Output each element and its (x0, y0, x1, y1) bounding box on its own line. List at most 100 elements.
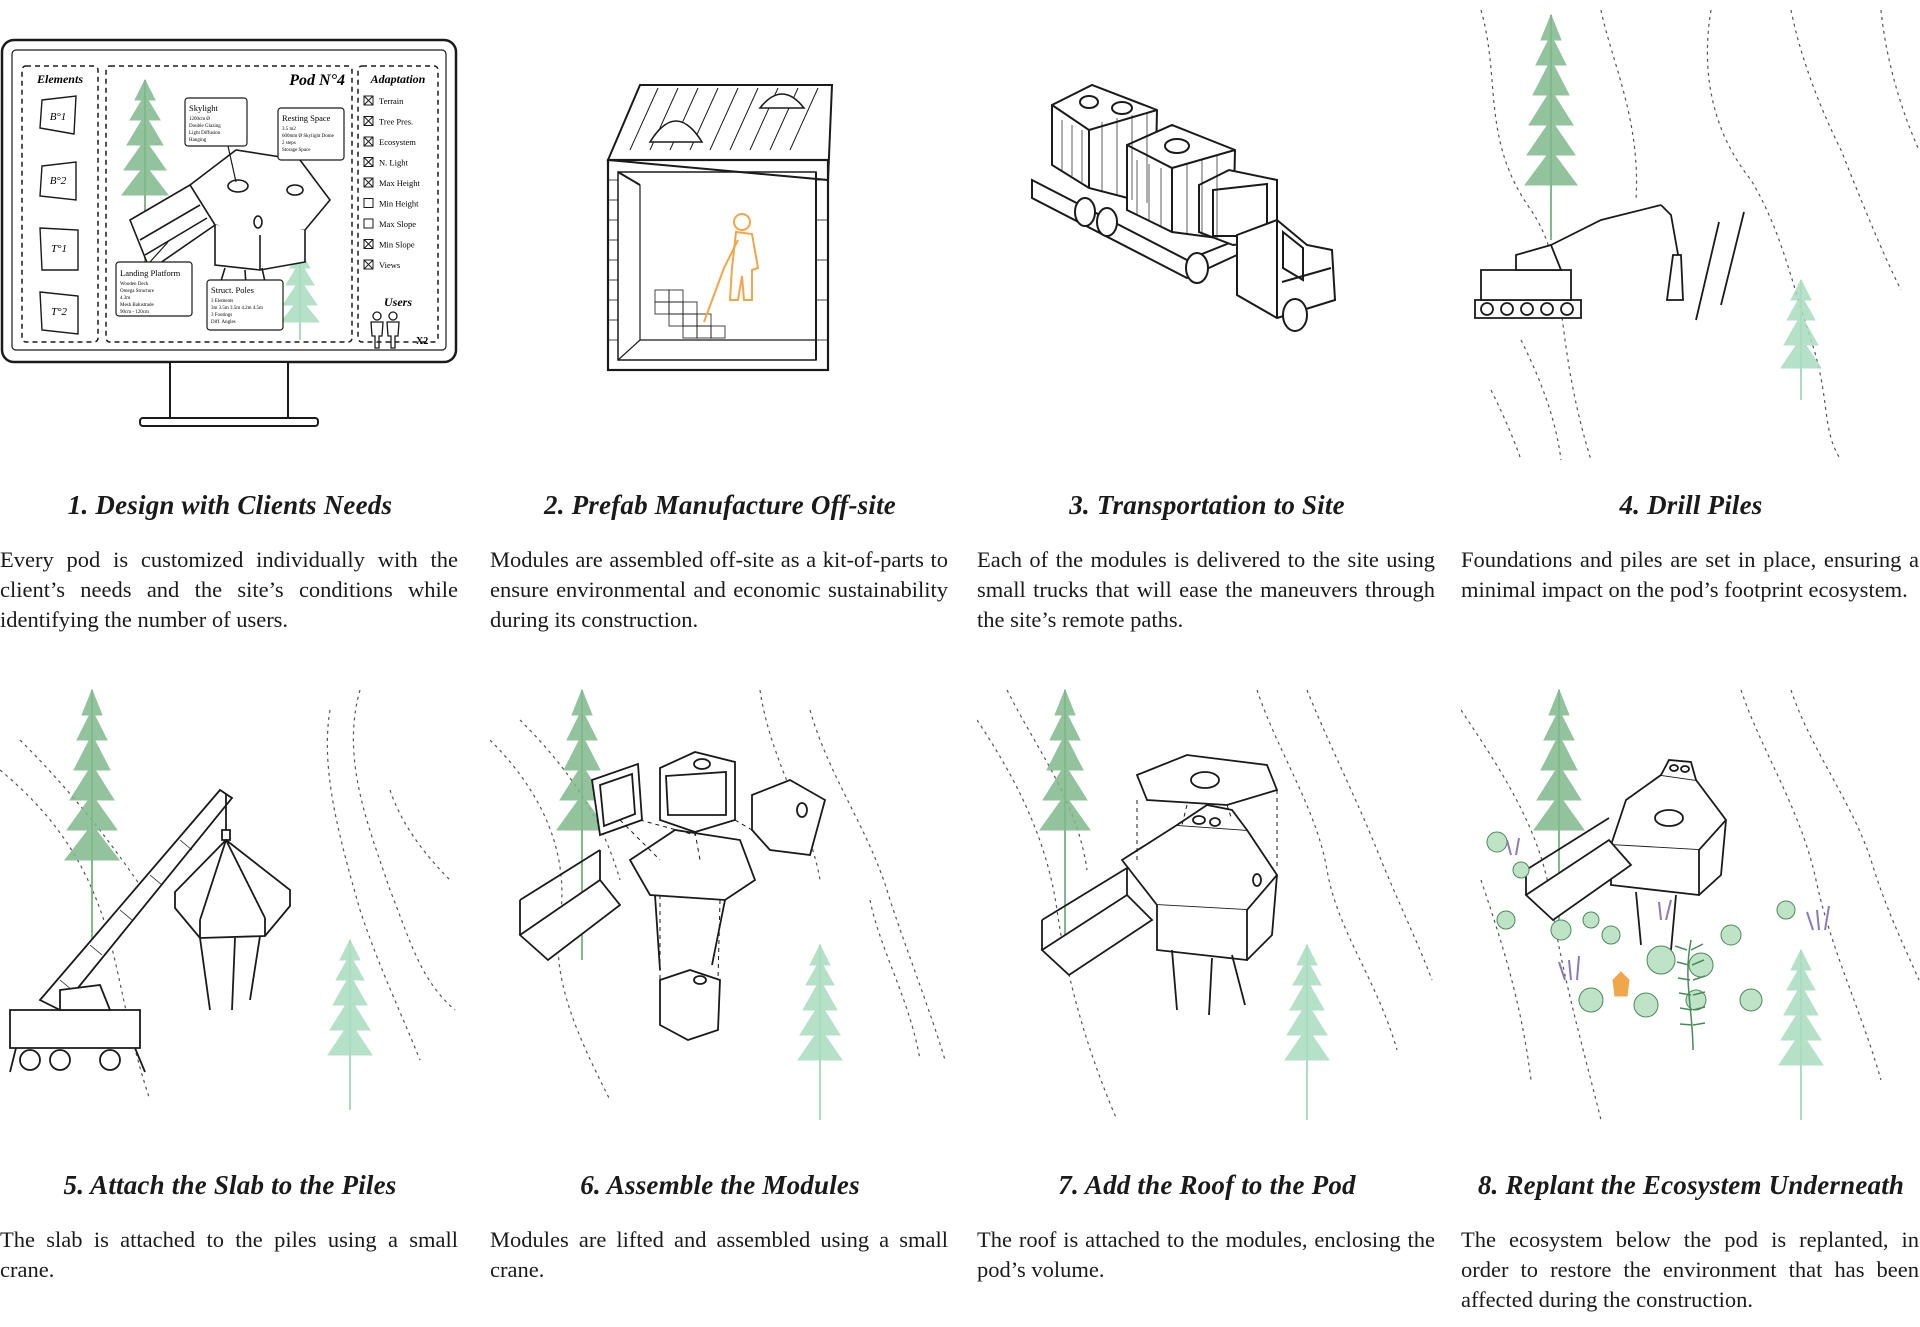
step-body-6: Modules are lifted and assembled using a… (490, 1227, 948, 1282)
worker-icon (1612, 971, 1630, 997)
crane-slab-illustration (0, 688, 456, 1110)
svg-text:Skylight: Skylight (189, 103, 218, 113)
tree-light-icon (1778, 948, 1824, 1120)
step-title-7: 7. Add the Roof to the Pod (1058, 1170, 1356, 1200)
svg-text:Omega Structure: Omega Structure (120, 289, 155, 294)
worker-icon (703, 213, 760, 323)
assemble-illustration (490, 688, 946, 1120)
adaptation-checkbox-views[interactable]: Views (363, 259, 400, 270)
step-body-3: Each of the modules is delivered to the … (977, 547, 1435, 632)
step-body-4: Foundations and piles are set in place, … (1461, 547, 1919, 602)
crane-icon (9, 788, 234, 1073)
step-title-6: 6. Assemble the Modules (580, 1170, 860, 1200)
adaptation-title: Adaptation (370, 72, 426, 86)
svg-text:3 Elements: 3 Elements (211, 299, 233, 304)
step-panel-6: 6. Assemble the Modules (490, 680, 950, 1210)
svg-text:Min Slope: Min Slope (379, 240, 415, 250)
svg-text:90cm - 120cm: 90cm - 120cm (120, 310, 149, 315)
fern-icon (1674, 939, 1706, 1051)
adaptation-checkbox-terrain[interactable]: Terrain (363, 95, 404, 106)
adaptation-checkbox-min-slope[interactable]: Min Slope (363, 239, 415, 250)
adaptation-checkbox-ecosystem[interactable]: Ecosystem (363, 136, 416, 147)
callout-landing-platform: Landing Platform Wooden Deck Omega Struc… (115, 241, 193, 317)
callout-resting-space: Resting Space 3.5 m2 600mm Ø Skylight Do… (277, 107, 345, 161)
step-title-1: 1. Design with Clients Needs (67, 490, 393, 520)
adaptation-checkbox-tree-pres-[interactable]: Tree Pres. (363, 116, 413, 127)
adaptation-checkbox-n-light[interactable]: N. Light (363, 157, 408, 168)
step-panel-8: 8. Replant the Ecosystem Underneath (1461, 680, 1920, 1210)
step-panel-1: Elements B°1 B°2 T°1 T°2 Pod N°4 (0, 0, 460, 530)
svg-text:B°2: B°2 (50, 175, 67, 187)
users-count: X2 (416, 336, 428, 347)
prefab-illustration (606, 84, 834, 372)
svg-text:Min Height: Min Height (379, 199, 419, 209)
svg-text:T°2: T°2 (51, 306, 68, 318)
svg-text:Mesh Balustrade: Mesh Balustrade (120, 303, 155, 308)
pod-drawing (129, 149, 332, 316)
adaptation-checkbox-min-height[interactable]: Min Height (363, 198, 419, 209)
svg-text:N. Light: N. Light (379, 158, 408, 168)
element-b1[interactable]: B°1 (39, 95, 77, 135)
svg-text:Wooden Deck: Wooden Deck (120, 282, 149, 287)
svg-text:T°1: T°1 (51, 243, 67, 255)
elements-title: Elements (36, 72, 83, 86)
user-icon (370, 311, 400, 349)
step-body-8: The ecosystem below the pod is replanted… (1461, 1227, 1919, 1312)
adaptation-checkbox-max-height[interactable]: Max Height (363, 177, 420, 188)
step-body-2: Modules are assembled off-site as a kit-… (490, 547, 948, 632)
step-title-4: 4. Drill Piles (1619, 490, 1763, 520)
tree-icon (63, 688, 121, 970)
step-title-5: 5. Attach the Slab to the Piles (63, 1170, 397, 1200)
svg-text:1200cm Ø: 1200cm Ø (189, 117, 210, 122)
monitor-illustration: Elements B°1 B°2 T°1 T°2 Pod N°4 (0, 38, 458, 427)
tree-light-icon (1284, 943, 1330, 1120)
svg-text:Storage Space: Storage Space (282, 148, 311, 153)
replant-illustration (1461, 688, 1920, 1121)
truck-illustration (1031, 83, 1337, 332)
svg-text:Max Slope: Max Slope (379, 219, 416, 229)
element-t2[interactable]: T°2 (39, 291, 79, 335)
svg-text:Struct. Poles: Struct. Poles (211, 285, 254, 295)
svg-text:3m 3.5m 3.5m 4.2m 4.5m: 3m 3.5m 3.5m 4.2m 4.5m (211, 306, 263, 311)
tree-icon (1524, 13, 1578, 240)
step-panel-3: 3. Transportation to Site (977, 0, 1437, 530)
svg-text:Double Glazing: Double Glazing (189, 124, 221, 129)
step-title-3: 3. Transportation to Site (1069, 490, 1345, 520)
svg-text:2 steps: 2 steps (282, 141, 296, 146)
svg-text:Max Height: Max Height (379, 178, 420, 188)
step-title-8: 8. Replant the Ecosystem Underneath (1477, 1170, 1905, 1200)
svg-text:Ecosystem: Ecosystem (379, 137, 416, 147)
element-b2[interactable]: B°2 (39, 161, 77, 201)
slab-icon (173, 838, 292, 1011)
svg-text:Diff. Angles: Diff. Angles (211, 320, 236, 325)
step-panel-7: 7. Add the Roof to the Pod (977, 680, 1437, 1210)
step-panel-5: 5. Attach the Slab to the Piles (0, 680, 460, 1210)
svg-text:3.5 m2: 3.5 m2 (282, 127, 296, 132)
excavator-icon (1474, 204, 1745, 321)
step-body-7: The roof is attached to the modules, enc… (977, 1227, 1435, 1282)
step-body-1: Every pod is customized individually wit… (0, 547, 458, 632)
step-title-2: 2. Prefab Manufacture Off-site (544, 490, 896, 520)
svg-text:3 Footings: 3 Footings (211, 313, 232, 318)
element-t1[interactable]: T°1 (39, 227, 79, 271)
pod-title: Pod N°4 (288, 72, 345, 89)
svg-text:Views: Views (379, 260, 400, 270)
callout-struct-poles: Struct. Poles 3 Elements 3m 3.5m 3.5m 4.… (206, 279, 284, 331)
users-title: Users (384, 295, 412, 309)
adaptation-checkbox-max-slope[interactable]: Max Slope (363, 218, 416, 229)
tree-light-icon (797, 943, 843, 1120)
tree-icon (1039, 688, 1091, 960)
roof-illustration (977, 688, 1433, 1121)
svg-text:Hanging: Hanging (189, 138, 207, 143)
tree-light-icon (1780, 278, 1822, 400)
lavender-icon (1506, 837, 1830, 981)
step-body-5: The slab is attached to the piles using … (0, 1227, 458, 1282)
svg-text:B°1: B°1 (50, 111, 67, 123)
step-panel-4: 4. Drill Piles (1461, 0, 1920, 530)
tree-light-icon (279, 248, 321, 340)
svg-text:4.3m: 4.3m (120, 296, 130, 301)
tree-light-icon (327, 938, 373, 1110)
svg-text:600mm Ø Skylight Dome: 600mm Ø Skylight Dome (282, 134, 335, 139)
svg-text:Resting Space: Resting Space (282, 113, 331, 123)
